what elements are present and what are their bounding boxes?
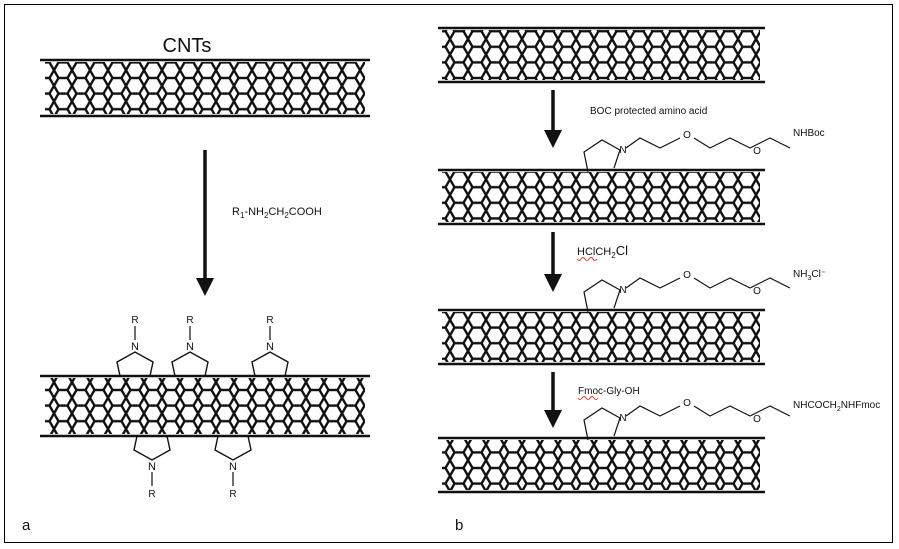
spellcheck-squiggle bbox=[576, 257, 598, 261]
nitrogen-label: N bbox=[619, 285, 626, 296]
spellcheck-squiggle bbox=[577, 396, 599, 400]
nanotube-b-4 bbox=[438, 436, 765, 494]
nitrogen-label: N bbox=[619, 145, 626, 156]
reagent-boc: BOC protected amino acid bbox=[590, 106, 707, 117]
end-group-nh3cl: NH3Cl⁻ bbox=[793, 269, 826, 282]
oxygen-label: O bbox=[753, 146, 761, 157]
nitrogen-label: N bbox=[229, 461, 237, 473]
end-group-nhboc: NHBoc bbox=[793, 128, 825, 139]
substituent-r: R bbox=[229, 489, 236, 500]
oxygen-label: O bbox=[753, 414, 761, 425]
nanotube-b-1 bbox=[438, 26, 765, 84]
linker-chain-1 bbox=[583, 137, 791, 173]
nanotube-b-2 bbox=[438, 168, 765, 226]
oxygen-label: O bbox=[753, 286, 761, 297]
nitrogen-label: N bbox=[619, 413, 626, 424]
pyrrolidine-bottom-2 bbox=[214, 435, 252, 486]
panel-letter-a: a bbox=[22, 517, 31, 534]
substituent-r: R bbox=[148, 489, 155, 500]
panel-letter-b: b bbox=[455, 517, 463, 534]
nanotube-a-bottom bbox=[40, 374, 370, 438]
substituent-r: R bbox=[266, 315, 273, 326]
arrowhead-a-icon bbox=[196, 278, 214, 296]
nitrogen-label: N bbox=[131, 341, 139, 353]
arrowhead-b2-icon bbox=[544, 274, 562, 292]
arrowhead-b1-icon bbox=[544, 130, 562, 148]
reagent-a: R1-NH2CH2COOH bbox=[232, 206, 322, 220]
arrowhead-b3-icon bbox=[544, 410, 562, 428]
oxygen-label: O bbox=[683, 398, 691, 409]
pyrrolidine-top-1 bbox=[116, 326, 154, 377]
nitrogen-label: N bbox=[148, 461, 156, 473]
pyrrolidine-top-3 bbox=[251, 326, 289, 377]
end-group-nhcoch2nhfmoc: NHCOCH2NHFmoc bbox=[793, 400, 880, 413]
nanotube-b-3 bbox=[438, 308, 765, 366]
nanotube-a-top bbox=[40, 58, 370, 118]
cnts-label: CNTs bbox=[163, 35, 212, 57]
nitrogen-label: N bbox=[266, 341, 274, 353]
linker-chain-2 bbox=[583, 277, 791, 313]
substituent-r: R bbox=[131, 315, 138, 326]
oxygen-label: O bbox=[683, 270, 691, 281]
reagent-fmoc: Fmoc-Gly-OH bbox=[578, 386, 640, 397]
figure-frame bbox=[4, 4, 893, 543]
substituent-r: R bbox=[186, 315, 193, 326]
nitrogen-label: N bbox=[186, 341, 194, 353]
reagent-hcl: HClCH2Cl bbox=[577, 243, 628, 260]
pyrrolidine-top-2 bbox=[171, 326, 209, 377]
oxygen-label: O bbox=[683, 130, 691, 141]
linker-chain-3 bbox=[583, 405, 791, 441]
pyrrolidine-bottom-1 bbox=[133, 435, 171, 486]
